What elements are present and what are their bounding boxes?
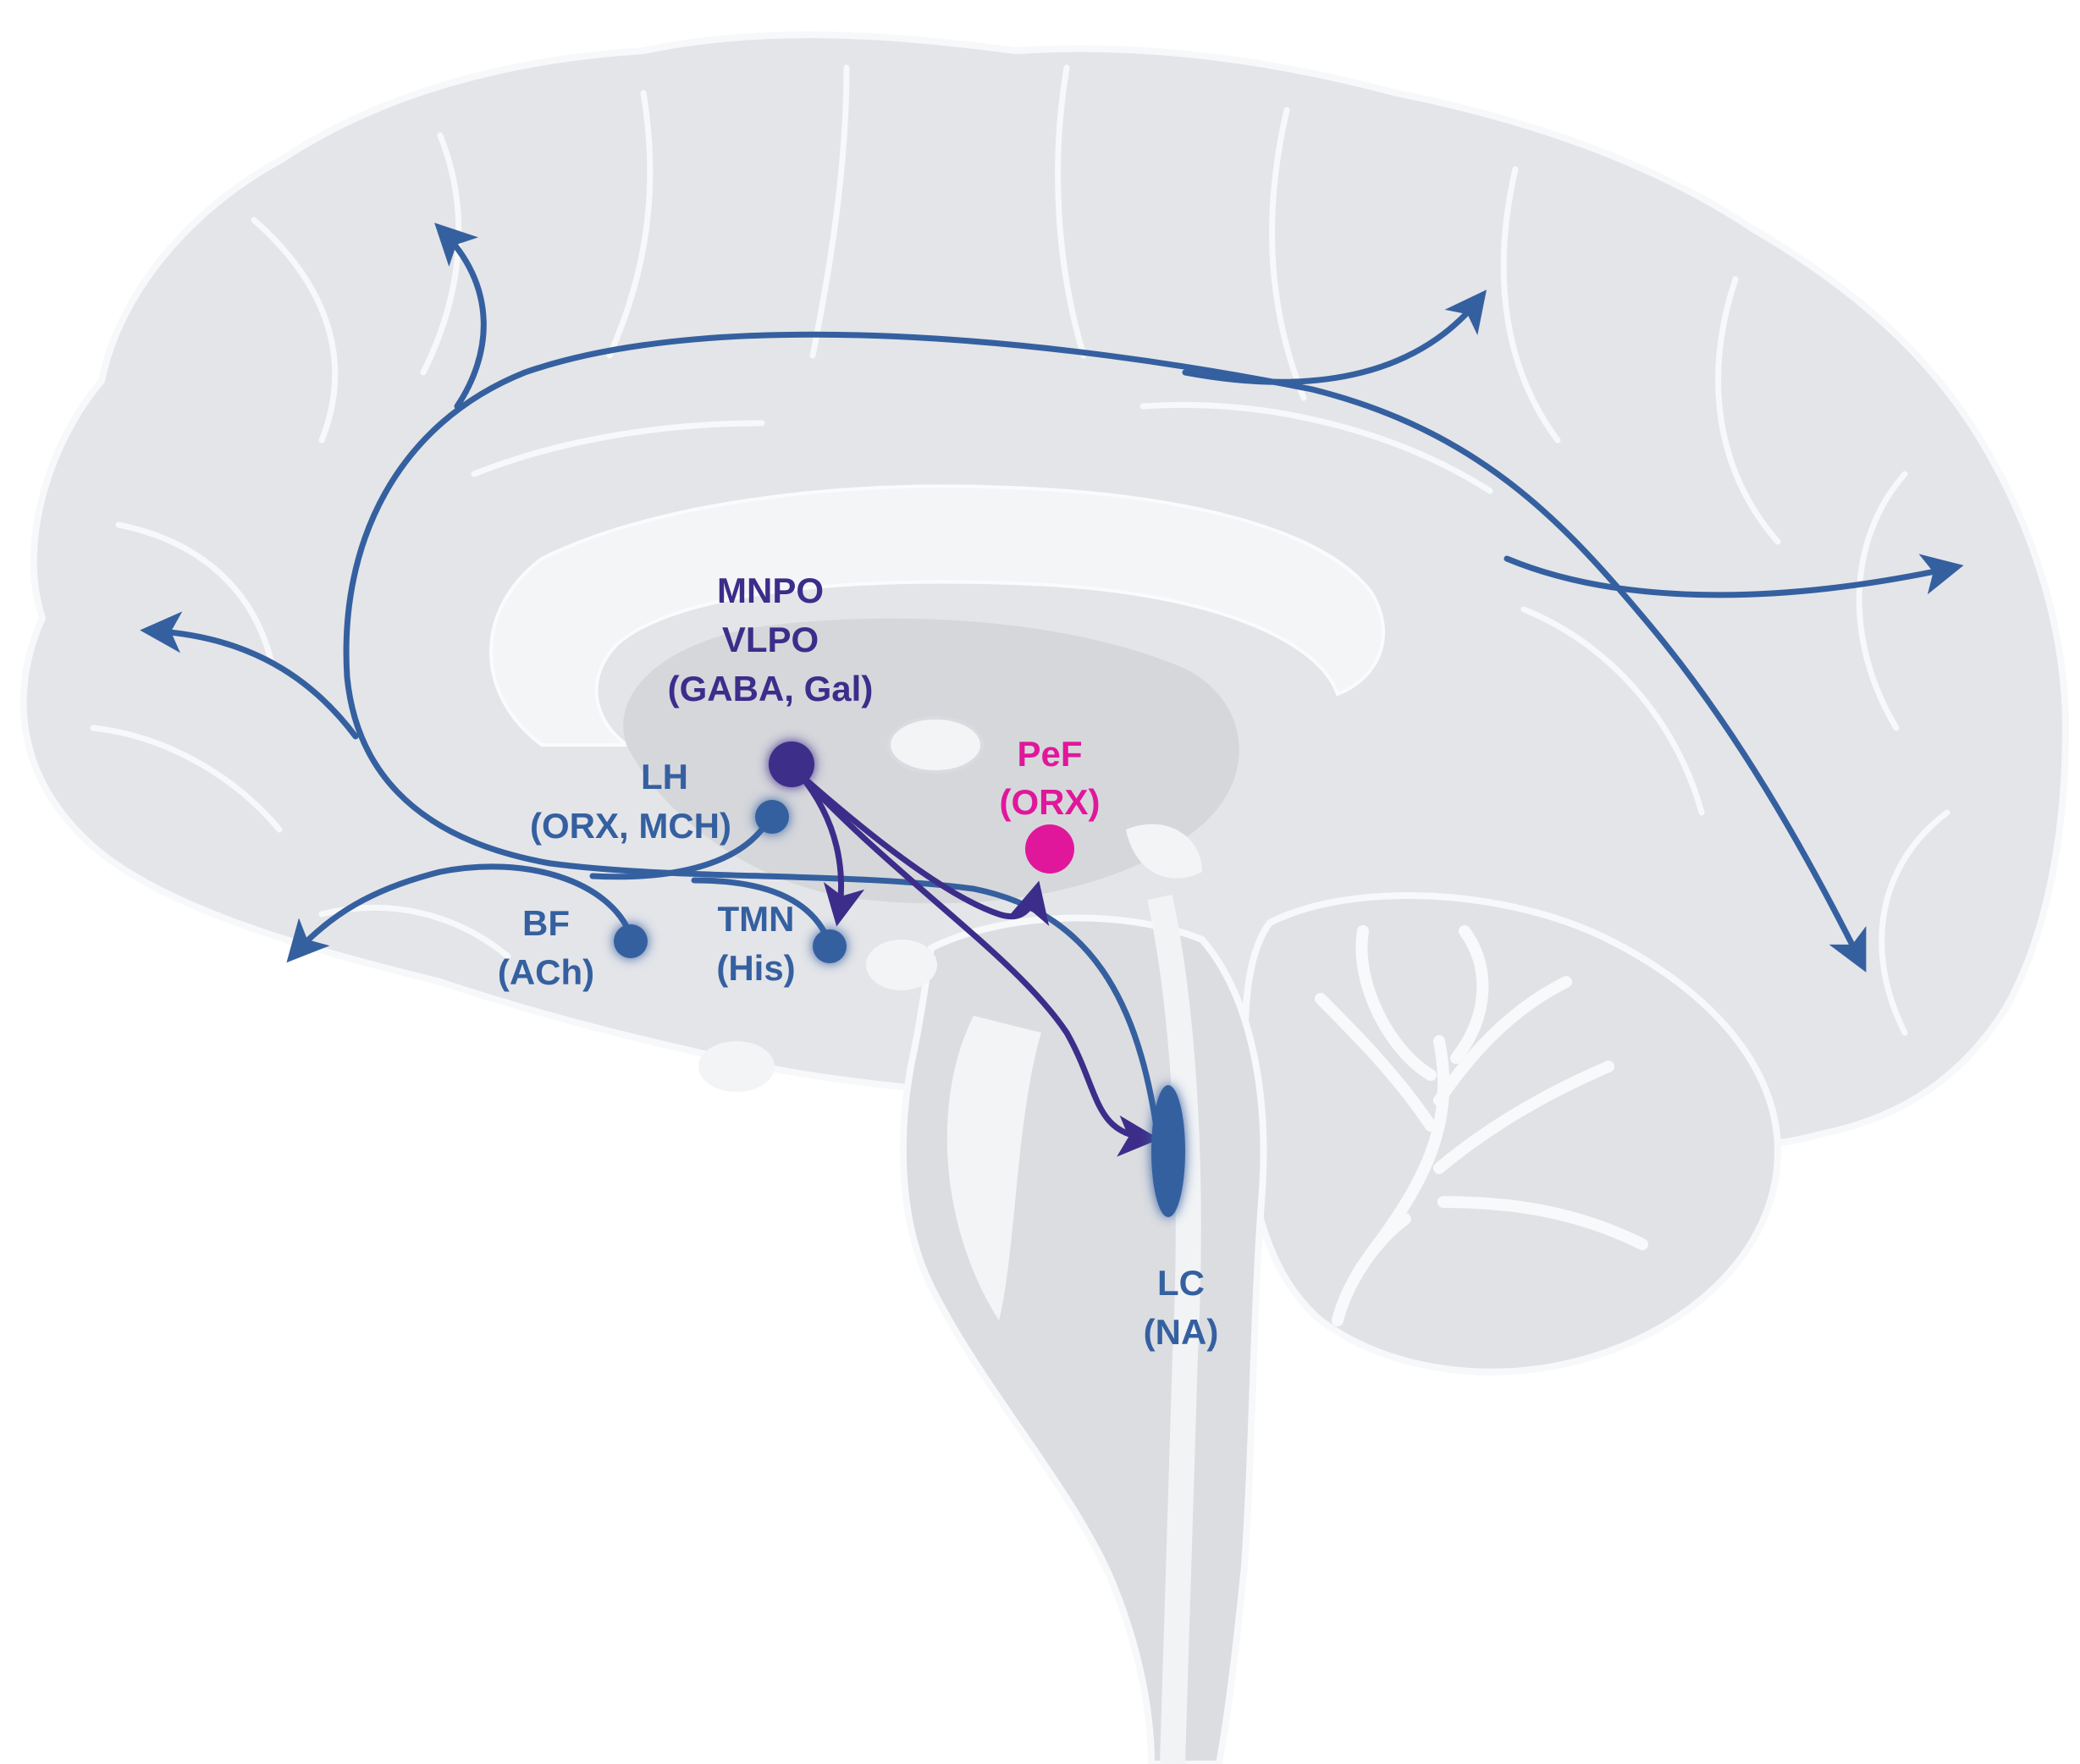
pineal-region (1126, 824, 1202, 879)
mnpo-vlpo-node[interactable] (769, 741, 814, 787)
lc-transmitters-label: (NA) (1144, 1312, 1219, 1352)
midbrain-cleft (946, 1016, 1041, 1320)
wake-pathways (140, 223, 1964, 1155)
mammillary-body (866, 940, 937, 990)
labels: MNPO VLPO (GABA, Gal) LH (ORX, MCH) PeF … (498, 571, 1218, 1352)
branch-occipital (1503, 554, 1964, 598)
tmn-node[interactable] (813, 929, 847, 963)
vlpo-to-pef (797, 771, 1050, 926)
tmn-transmitters-label: (His) (716, 948, 795, 988)
lh-transmitters-label: (ORX, MCH) (530, 806, 731, 846)
nuclei (614, 741, 1185, 1217)
bf-projection (286, 863, 634, 963)
lc-ascending-trunk (343, 331, 1867, 1155)
sleep-pathways (797, 771, 1160, 1157)
optic-region (698, 1041, 775, 1092)
arbor-vitae (1315, 925, 1648, 1326)
branch-parietal (1182, 289, 1487, 385)
lh-label: LH (641, 757, 688, 797)
cerebral-aqueduct (1147, 894, 1201, 1764)
branch-superior-frontal (434, 223, 487, 410)
vlpo-to-lc (797, 771, 1160, 1157)
branch-frontal-pole (140, 611, 359, 740)
mnpo-label: MNPO (717, 571, 824, 610)
corpus-callosum (489, 484, 1386, 747)
pef-label: PeF (1017, 734, 1082, 774)
lh-node[interactable] (755, 800, 789, 834)
pef-node[interactable] (1025, 824, 1074, 874)
brain-illustration (19, 31, 2070, 1764)
lh-projection (589, 813, 774, 880)
bf-node[interactable] (614, 924, 648, 958)
lc-label: LC (1157, 1263, 1205, 1303)
tmn-projection (691, 877, 833, 947)
pef-transmitters-label: (ORX) (1000, 782, 1101, 822)
tmn-label: TMN (718, 899, 795, 939)
bf-transmitters-label: (ACh) (498, 952, 594, 992)
interthalamic-adhesion (887, 716, 984, 774)
vlpo-label: VLPO (722, 620, 819, 659)
bf-label: BF (522, 903, 570, 943)
lc-node[interactable] (1151, 1085, 1185, 1217)
mnpo-vlpo-transmitters-label: (GABA, Gal) (668, 669, 874, 708)
